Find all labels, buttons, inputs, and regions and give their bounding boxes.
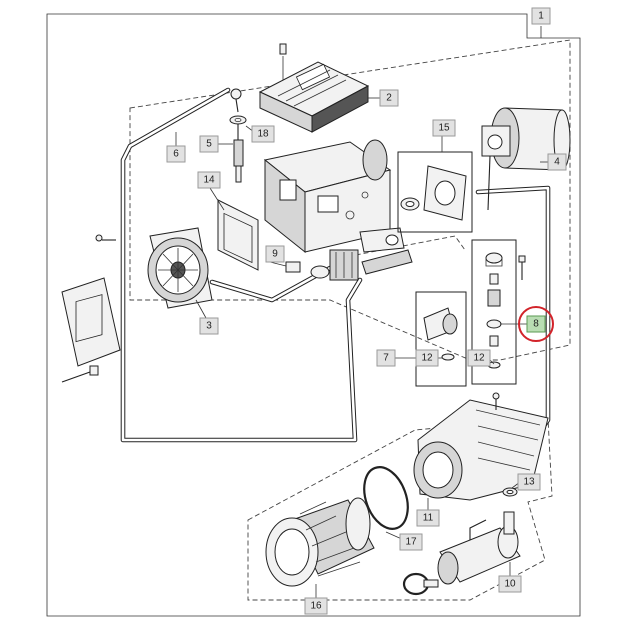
- callout-5-text: 5: [206, 139, 212, 150]
- leader-14: [209, 187, 225, 211]
- callout-9[interactable]: 9: [265, 245, 285, 263]
- callout-12a[interactable]: 12: [415, 349, 439, 367]
- fuel-pump-7: [423, 307, 458, 361]
- callout-9-text: 9: [272, 249, 278, 260]
- assembly-frame: [46, 13, 581, 617]
- callout-7-text: 7: [383, 353, 389, 364]
- callout-5[interactable]: 5: [199, 135, 219, 153]
- callout-12b[interactable]: 12: [467, 349, 491, 367]
- leader-9: [269, 261, 287, 267]
- callout-15[interactable]: 15: [432, 119, 456, 137]
- callout-3[interactable]: 3: [199, 317, 219, 335]
- callout-11[interactable]: 11: [416, 509, 440, 527]
- burner-tube-16[interactable]: [265, 497, 375, 587]
- blower-fan-3[interactable]: [147, 227, 213, 309]
- callout-13[interactable]: 13: [517, 473, 541, 491]
- callout-16-text: 16: [310, 601, 322, 612]
- sensor-connector: [230, 88, 242, 113]
- control-unit[interactable]: [258, 43, 370, 133]
- callout-8[interactable]: 8: [518, 306, 554, 342]
- heat-exchanger-11[interactable]: [413, 392, 549, 501]
- callout-16[interactable]: 16: [304, 597, 328, 615]
- fuel-pump-box-7[interactable]: [415, 291, 467, 387]
- callout-11-text: 11: [423, 513, 434, 524]
- callout-13-text: 13: [523, 477, 535, 488]
- mounting-screw-left: [61, 365, 99, 383]
- valve-8: [485, 252, 526, 369]
- callout-2[interactable]: 2: [379, 89, 399, 107]
- callout-17[interactable]: 17: [399, 533, 423, 551]
- fuel-connector-9[interactable]: [285, 261, 330, 279]
- dashed-outline-fuel: [339, 235, 466, 259]
- callout-18-text: 18: [257, 129, 269, 140]
- leader-3: [195, 299, 207, 319]
- callout-17-text: 17: [405, 537, 417, 548]
- callout-4-text: 4: [554, 157, 560, 168]
- callout-15-text: 15: [438, 123, 450, 134]
- callout-10-text: 10: [504, 579, 516, 590]
- hose-clamp: [402, 572, 439, 596]
- callout-18[interactable]: 18: [251, 125, 275, 143]
- callout-14[interactable]: 14: [197, 171, 221, 189]
- callout-6-text: 6: [173, 149, 179, 160]
- connector-block: [329, 227, 413, 281]
- small-clip: [95, 234, 116, 242]
- water-pump-10[interactable]: [437, 511, 521, 585]
- callout-3-text: 3: [206, 321, 212, 332]
- highlight-ring-8: [518, 306, 554, 342]
- main-housing[interactable]: [263, 139, 392, 254]
- large-seal-17[interactable]: [356, 461, 415, 535]
- callout-4[interactable]: 4: [547, 153, 567, 171]
- callout-14-text: 14: [203, 175, 215, 186]
- callout-10[interactable]: 10: [498, 575, 522, 593]
- valve-box-8[interactable]: [471, 239, 517, 385]
- callout-8-text: 8: [533, 319, 539, 330]
- callout-1[interactable]: 1: [531, 7, 551, 25]
- callout-1-text: 1: [538, 11, 544, 22]
- callout-12b-text: 12: [473, 353, 485, 364]
- o-ring-13[interactable]: [502, 487, 518, 497]
- callout-2-text: 2: [386, 93, 392, 104]
- callout-6[interactable]: 6: [166, 145, 186, 163]
- side-cover-plate[interactable]: [61, 277, 121, 367]
- seal-ring-18[interactable]: [229, 115, 247, 125]
- callout-7[interactable]: 7: [376, 349, 396, 367]
- gasket-set-15[interactable]: [397, 151, 473, 233]
- housing-cover-14[interactable]: [217, 199, 259, 271]
- callout-12a-text: 12: [421, 353, 433, 364]
- glow-plug-5[interactable]: [233, 124, 244, 183]
